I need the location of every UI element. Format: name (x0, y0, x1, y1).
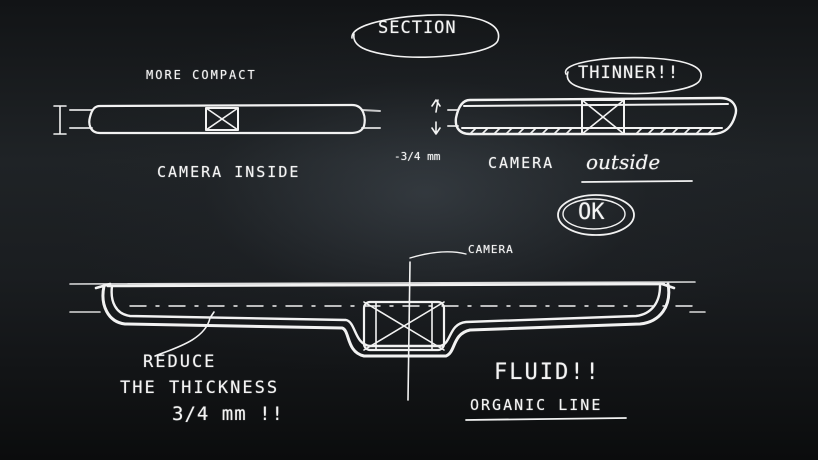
hatching (469, 127, 715, 135)
camera-inside-section (53, 103, 381, 135)
thinner-label: THINNER!! (578, 63, 680, 83)
organic-section (69, 251, 706, 421)
reduce-pointer (154, 311, 215, 357)
thinner-ellipse (564, 56, 702, 95)
camera-label: CAMERA (468, 243, 514, 256)
thickness-dimension (53, 105, 67, 135)
organic-underline (465, 417, 627, 421)
organic-outline (101, 282, 671, 358)
fluid-label: FLUID!! (494, 360, 601, 385)
reduce-amount-label: 3/4 mm !! (172, 403, 284, 425)
organic-line-label: ORGANIC LINE (470, 396, 603, 414)
outside-underline (581, 180, 693, 183)
title-section-label: SECTION (378, 18, 457, 38)
dimension-small-label: -3/4 mm (394, 150, 441, 163)
ok-label: OK (578, 200, 605, 225)
phone-body-compact (88, 103, 366, 135)
dimension-arrows (431, 99, 441, 135)
camera-outside-section (431, 56, 738, 236)
reduce-label: REDUCE (143, 352, 217, 372)
camera-leader-line (407, 261, 411, 401)
camera-box-outside (581, 99, 625, 135)
outside-label: outside (586, 150, 661, 174)
camera-outside-prefix-label: CAMERA (488, 154, 555, 172)
camera-box-inside (205, 107, 239, 131)
more-compact-label: MORE COMPACT (146, 68, 257, 82)
camera-module (362, 300, 446, 352)
ok-ellipse (557, 194, 635, 236)
thickness-label: THE THICKNESS (120, 378, 280, 398)
camera-inside-label: CAMERA INSIDE (157, 163, 301, 181)
title-ellipse (351, 14, 500, 59)
phone-body-thinner (454, 96, 738, 136)
